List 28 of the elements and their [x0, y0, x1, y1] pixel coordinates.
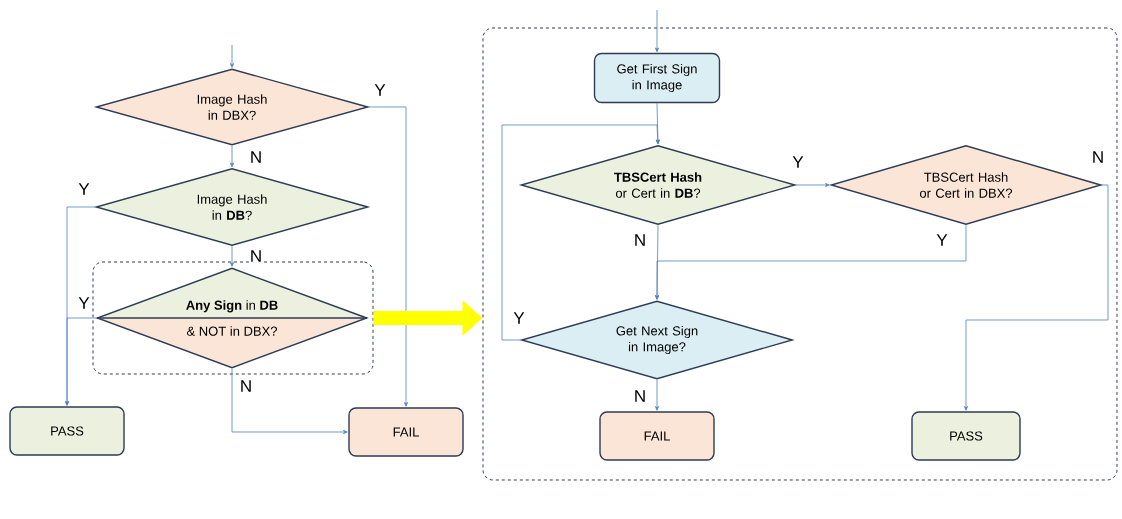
edge-label: N — [632, 233, 648, 247]
arrow — [231, 368, 348, 434]
edge-label: N — [248, 150, 264, 164]
process-box: Get First Sign in Image — [593, 52, 721, 104]
arrow — [230, 44, 234, 68]
edge-label: Y — [77, 296, 91, 310]
arrow — [655, 379, 659, 411]
dashed-group-frame — [482, 27, 1118, 481]
edge-label: N — [1090, 150, 1106, 164]
arrow — [795, 183, 830, 187]
arrow — [65, 317, 97, 406]
arrow — [501, 124, 660, 341]
arrow — [655, 224, 967, 300]
process-box: FAIL — [348, 407, 464, 457]
edge-label: Y — [935, 233, 949, 247]
arrow — [230, 145, 234, 168]
edge-label: N — [238, 379, 254, 393]
arrow — [368, 106, 408, 407]
edge-label: Y — [77, 182, 91, 196]
edge-label: N — [632, 389, 648, 403]
arrow — [230, 245, 234, 267]
process-box: PASS — [911, 411, 1021, 461]
process-box: PASS — [9, 406, 125, 456]
edge-label: Y — [373, 83, 387, 97]
arrow — [964, 184, 1109, 411]
edge-label: N — [248, 249, 264, 263]
process-box: FAIL — [599, 411, 715, 461]
arrow — [655, 9, 659, 53]
